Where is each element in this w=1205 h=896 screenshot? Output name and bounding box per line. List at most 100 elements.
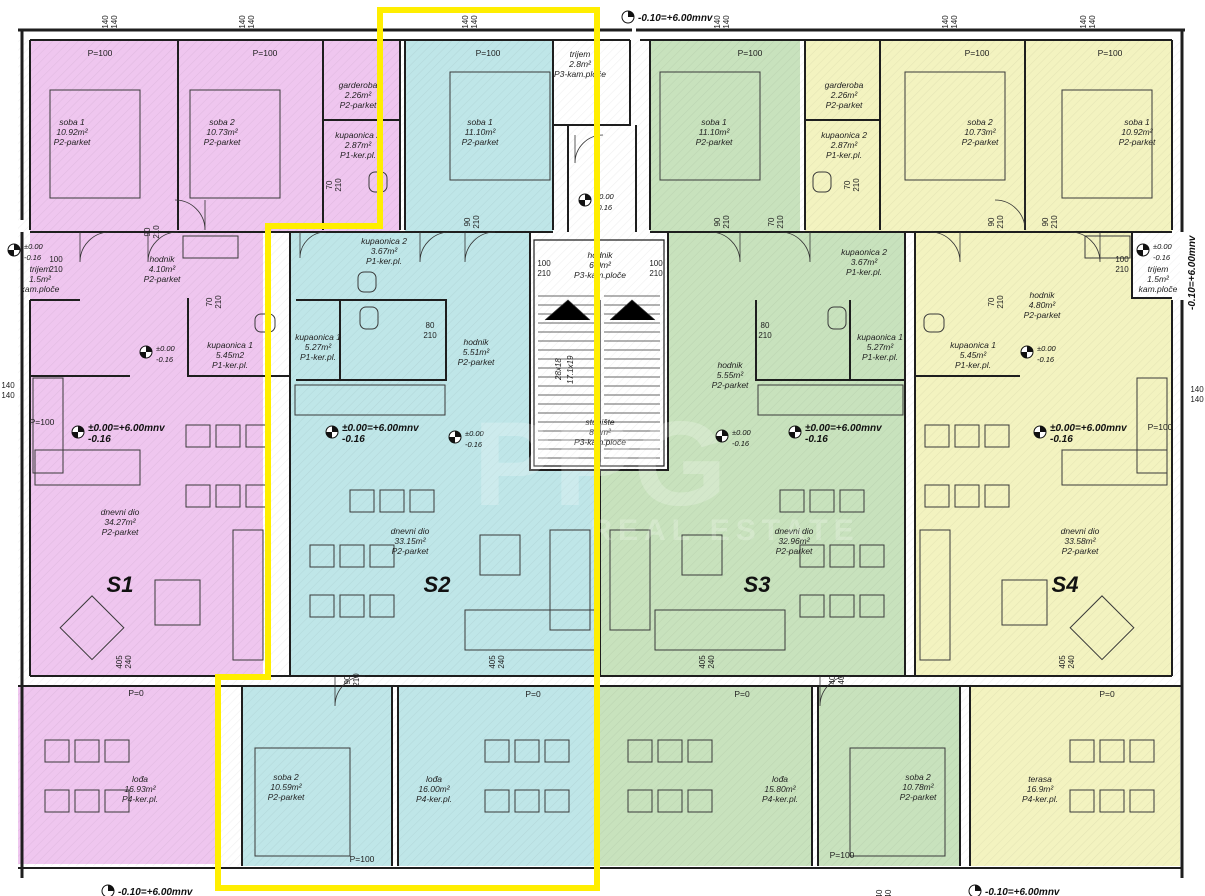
room-label-line: 10.59m²: [270, 782, 302, 792]
dining-chair: [1099, 739, 1125, 763]
room-label-line: 4.10m²: [149, 264, 177, 274]
dimension-value: 140: [722, 15, 731, 29]
dimension-value: 210: [352, 673, 361, 687]
room-label-line: 32.96m²: [778, 536, 810, 546]
room-label-line: P1-ker.pl.: [955, 360, 991, 370]
room-label-line: P3-kam.ploče: [554, 69, 606, 79]
room-label-line: P2-parket: [962, 137, 999, 147]
dimension-value: 70: [325, 180, 334, 189]
dimension-value: 90: [463, 217, 472, 226]
dining-chair: [185, 484, 211, 508]
dimension-value: 70: [205, 297, 214, 306]
dining-chair: [44, 739, 70, 763]
coffee-table: [1001, 579, 1048, 626]
level-marker: ±0.00=+6.00mnv-0.16: [325, 423, 420, 445]
room-label-line: P2-parket: [340, 100, 377, 110]
level-relative: -0.16: [1153, 253, 1171, 262]
dining-chair: [924, 424, 950, 448]
door-swing: [709, 231, 741, 263]
sill-label: P=0: [128, 688, 144, 698]
room-label-line: kupaonica 1: [207, 340, 253, 350]
dimension-value: 80: [761, 321, 770, 330]
highlight-outline-s2: [215, 7, 600, 891]
room-label-line: lođa: [426, 774, 442, 784]
room-label-line: 2.8m²: [568, 59, 592, 69]
level-relative: -0.16: [342, 434, 365, 445]
room-label-line: soba 2: [967, 117, 993, 127]
unit-label-s4: S4: [1052, 572, 1079, 597]
level-value: ±0.00=+6.00mnv: [805, 423, 883, 434]
dining-chair: [687, 789, 713, 813]
dining-chair: [1129, 789, 1155, 813]
dining-chair: [984, 424, 1010, 448]
dining-chair: [687, 739, 713, 763]
dining-chair: [627, 789, 653, 813]
door-swing: [79, 231, 111, 263]
level-symbol-fill: [716, 430, 728, 442]
room-label-line: terasa: [1028, 774, 1052, 784]
room-label-line: P1-ker.pl.: [862, 352, 898, 362]
room-label-line: kupaonica 2: [821, 130, 867, 140]
room-label-line: P2-parket: [268, 792, 305, 802]
door-swing: [299, 231, 327, 259]
level-marker: ±0.00 -0.16: [1136, 242, 1173, 262]
dimension-value: 210: [852, 178, 861, 192]
level-value: ±0.00: [732, 428, 752, 437]
room-label-line: 10.92m²: [56, 127, 88, 137]
level-marker: ±0.00-0.16: [139, 344, 176, 364]
dimension-value: 140: [101, 15, 110, 29]
watermark-text: REAL ESTATE: [590, 514, 859, 547]
dining-chair: [859, 544, 885, 568]
dimension-value: 140: [470, 15, 479, 29]
level-value: ±0.00: [1153, 242, 1173, 251]
level-symbol-fill: [1034, 426, 1046, 438]
level-symbol-fill: [140, 346, 152, 358]
room-label-line: 8.0m²: [589, 427, 612, 437]
room-label-line: P2-parket: [144, 274, 181, 284]
dining-chair: [544, 789, 570, 813]
dining-chair: [1099, 789, 1125, 813]
room-label-line: kupaonica 1: [950, 340, 996, 350]
dimension-value: 210: [1050, 215, 1059, 229]
sill-label: P=100: [476, 48, 501, 58]
coffee-table: [681, 534, 723, 576]
room-label-line: 6.0m²: [589, 260, 612, 270]
sill-label: P=100: [88, 48, 113, 58]
dining-chair: [74, 789, 100, 813]
sofa: [919, 529, 951, 661]
room-label-line: 5.45m²: [960, 350, 988, 360]
dimension-value: 90: [1041, 217, 1050, 226]
coffee-table: [479, 534, 521, 576]
room-label-line: 3.67m²: [371, 246, 399, 256]
dining-chair: [954, 424, 980, 448]
room-label-line: P2-parket: [776, 546, 813, 556]
room-label-line: 16.00m²: [418, 784, 450, 794]
wardrobe: [609, 529, 651, 631]
dimension-value: 90: [143, 227, 152, 236]
room-label-line: 33.15m²: [394, 536, 426, 546]
room-label-line: P2-parket: [204, 137, 241, 147]
stair-label: 28x18: [554, 358, 563, 381]
level-symbol-fill: [975, 885, 981, 891]
dining-chair: [369, 544, 395, 568]
level-symbol-fill: [72, 426, 84, 438]
dining-chair: [309, 594, 335, 618]
stair-labels: 28x18 17.1x19: [554, 355, 575, 384]
level-symbol-fill: [8, 244, 20, 256]
room-label-line: soba 1: [59, 117, 85, 127]
